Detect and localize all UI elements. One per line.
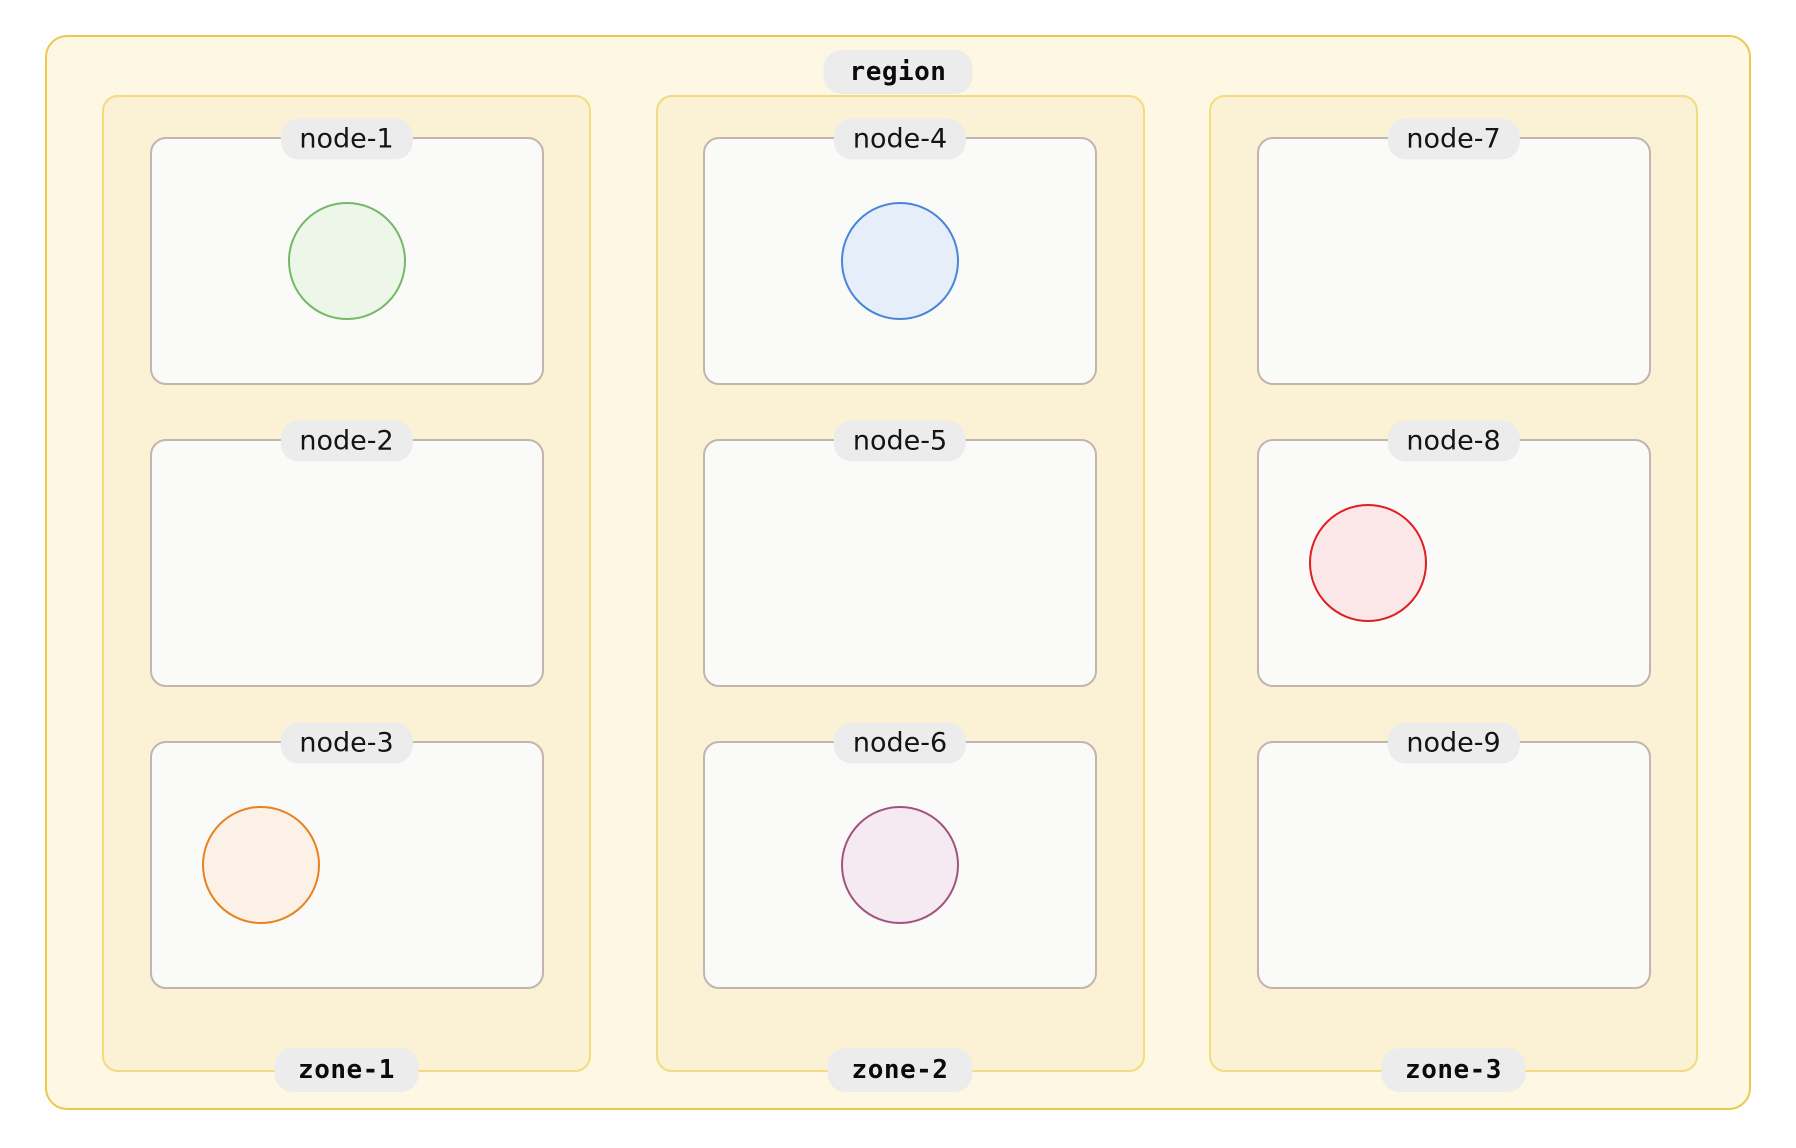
node-label-node-9: node-9	[1387, 722, 1520, 764]
region-label: region	[823, 50, 973, 94]
node-label-node-8: node-8	[1387, 420, 1520, 462]
node-box-node-5[interactable]: node-5	[703, 420, 1097, 687]
node-label-node-5: node-5	[833, 420, 967, 462]
node-body-node-4	[705, 139, 1095, 383]
node-circle-node-1	[287, 202, 406, 320]
node-body-node-3	[152, 743, 542, 987]
node-stack-1: node-1 node-2 node-3	[104, 118, 589, 989]
node-circle-node-8	[1308, 504, 1427, 622]
node-box-node-4[interactable]: node-4	[703, 118, 1097, 385]
node-body-node-8	[1259, 441, 1649, 685]
node-label-node-6: node-6	[833, 722, 967, 764]
zone-label-zone-1: zone-1	[274, 1048, 419, 1092]
node-body-node-9	[1259, 743, 1649, 987]
node-stack-3: node-7 node-8 node-9	[1211, 118, 1696, 989]
zone-container-2[interactable]: node-4 node-5 node-6	[655, 95, 1145, 1092]
node-box-node-8[interactable]: node-8	[1256, 420, 1651, 687]
node-label-node-4: node-4	[833, 118, 967, 160]
node-circle-node-3	[201, 806, 320, 924]
node-box-node-2[interactable]: node-2	[149, 420, 544, 687]
zone-row: node-1 node-2 node-3	[102, 95, 1698, 1092]
zone-label-zone-3: zone-3	[1381, 1048, 1526, 1092]
node-body-node-5	[705, 441, 1095, 685]
node-stack-2: node-4 node-5 node-6	[658, 118, 1143, 989]
node-box-node-3[interactable]: node-3	[149, 722, 544, 989]
node-body-node-7	[1259, 139, 1649, 383]
node-label-node-2: node-2	[280, 420, 413, 462]
node-body-node-1	[152, 139, 542, 383]
node-label-node-1: node-1	[280, 118, 413, 160]
region-container[interactable]: node-1 node-2 node-3	[45, 35, 1751, 1110]
node-circle-node-4	[841, 202, 959, 320]
node-body-node-6	[705, 743, 1095, 987]
zone-label-zone-2: zone-2	[827, 1048, 973, 1092]
node-label-node-7: node-7	[1387, 118, 1520, 160]
node-box-node-9[interactable]: node-9	[1256, 722, 1651, 989]
zone-container-3[interactable]: node-7 node-8 node-9 zone-3	[1209, 95, 1698, 1092]
zone-container-1[interactable]: node-1 node-2 node-3	[102, 95, 591, 1092]
node-circle-node-6	[841, 806, 959, 924]
node-body-node-2	[152, 441, 542, 685]
node-box-node-7[interactable]: node-7	[1256, 118, 1651, 385]
node-box-node-6[interactable]: node-6	[703, 722, 1097, 989]
node-label-node-3: node-3	[280, 722, 413, 764]
node-box-node-1[interactable]: node-1	[149, 118, 544, 385]
